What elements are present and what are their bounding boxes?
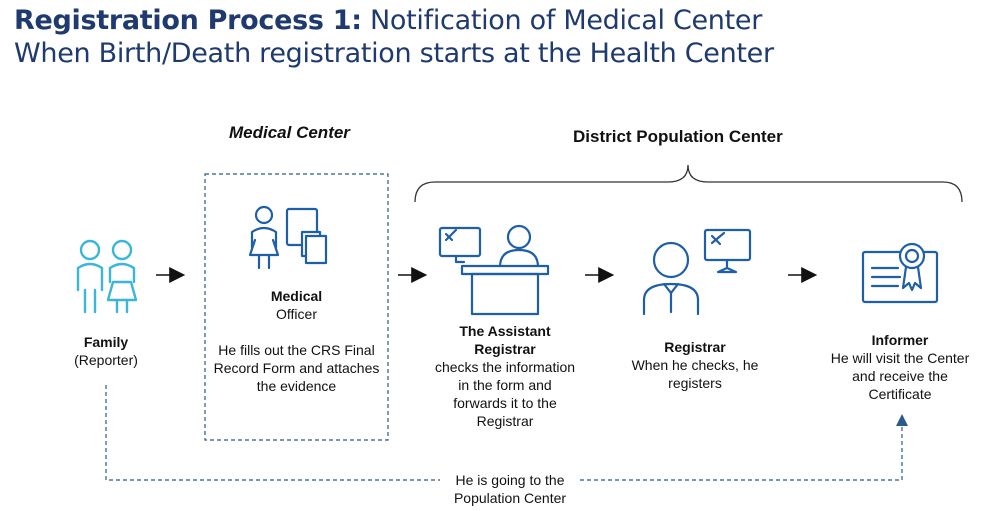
- registrar-action: When he checks, he registers: [631, 357, 759, 391]
- bottom-path-right: [580, 414, 908, 481]
- family-label: Family (Reporter): [56, 333, 156, 369]
- family-icon: [76, 239, 138, 314]
- title-bold: Registration Process 1:: [14, 5, 362, 36]
- district-population-center-heading: District Population Center: [573, 127, 783, 146]
- bottom-path-label: He is going to the Population Center: [453, 472, 567, 506]
- family-role: (Reporter): [74, 352, 138, 368]
- medical-officer-role: Officer: [276, 306, 317, 322]
- medical-officer-label: Medical Officer He fills out the CRS Fin…: [203, 287, 390, 395]
- assistant-registrar-label: The Assistant Registrar checks the infor…: [430, 322, 580, 430]
- medical-center-box: [204, 173, 389, 441]
- family-name: Family: [83, 334, 129, 350]
- registrar-label: Registrar When he checks, he registers: [620, 338, 770, 392]
- certificate-icon: [861, 242, 939, 304]
- informer-action: He will visit the Center and receive the…: [830, 350, 970, 402]
- medical-officer-name: Medical: [270, 288, 323, 304]
- assistant-registrar-name: The Assistant Registrar: [459, 323, 551, 357]
- title-line-1: Registration Process 1: Notification of …: [14, 4, 974, 37]
- assistant-registrar-icon: [438, 224, 550, 316]
- title-rest: Notification of Medical Center: [361, 5, 763, 36]
- medical-center-heading: Medical Center: [229, 123, 350, 142]
- informer-name: Informer: [871, 332, 929, 348]
- medical-officer-icon: [248, 205, 328, 270]
- page-title: Registration Process 1: Notification of …: [14, 4, 974, 70]
- registrar-name: Registrar: [664, 339, 726, 355]
- district-brace: [414, 164, 963, 203]
- informer-label: Informer He will visit the Center and re…: [815, 331, 985, 403]
- title-line-2: When Birth/Death registration starts at …: [14, 38, 774, 69]
- assistant-registrar-action: checks the information in the form and f…: [434, 359, 576, 429]
- medical-officer-action: He fills out the CRS Final Record Form a…: [213, 342, 380, 394]
- bottom-path-left: [105, 385, 440, 481]
- registrar-icon: [642, 228, 752, 316]
